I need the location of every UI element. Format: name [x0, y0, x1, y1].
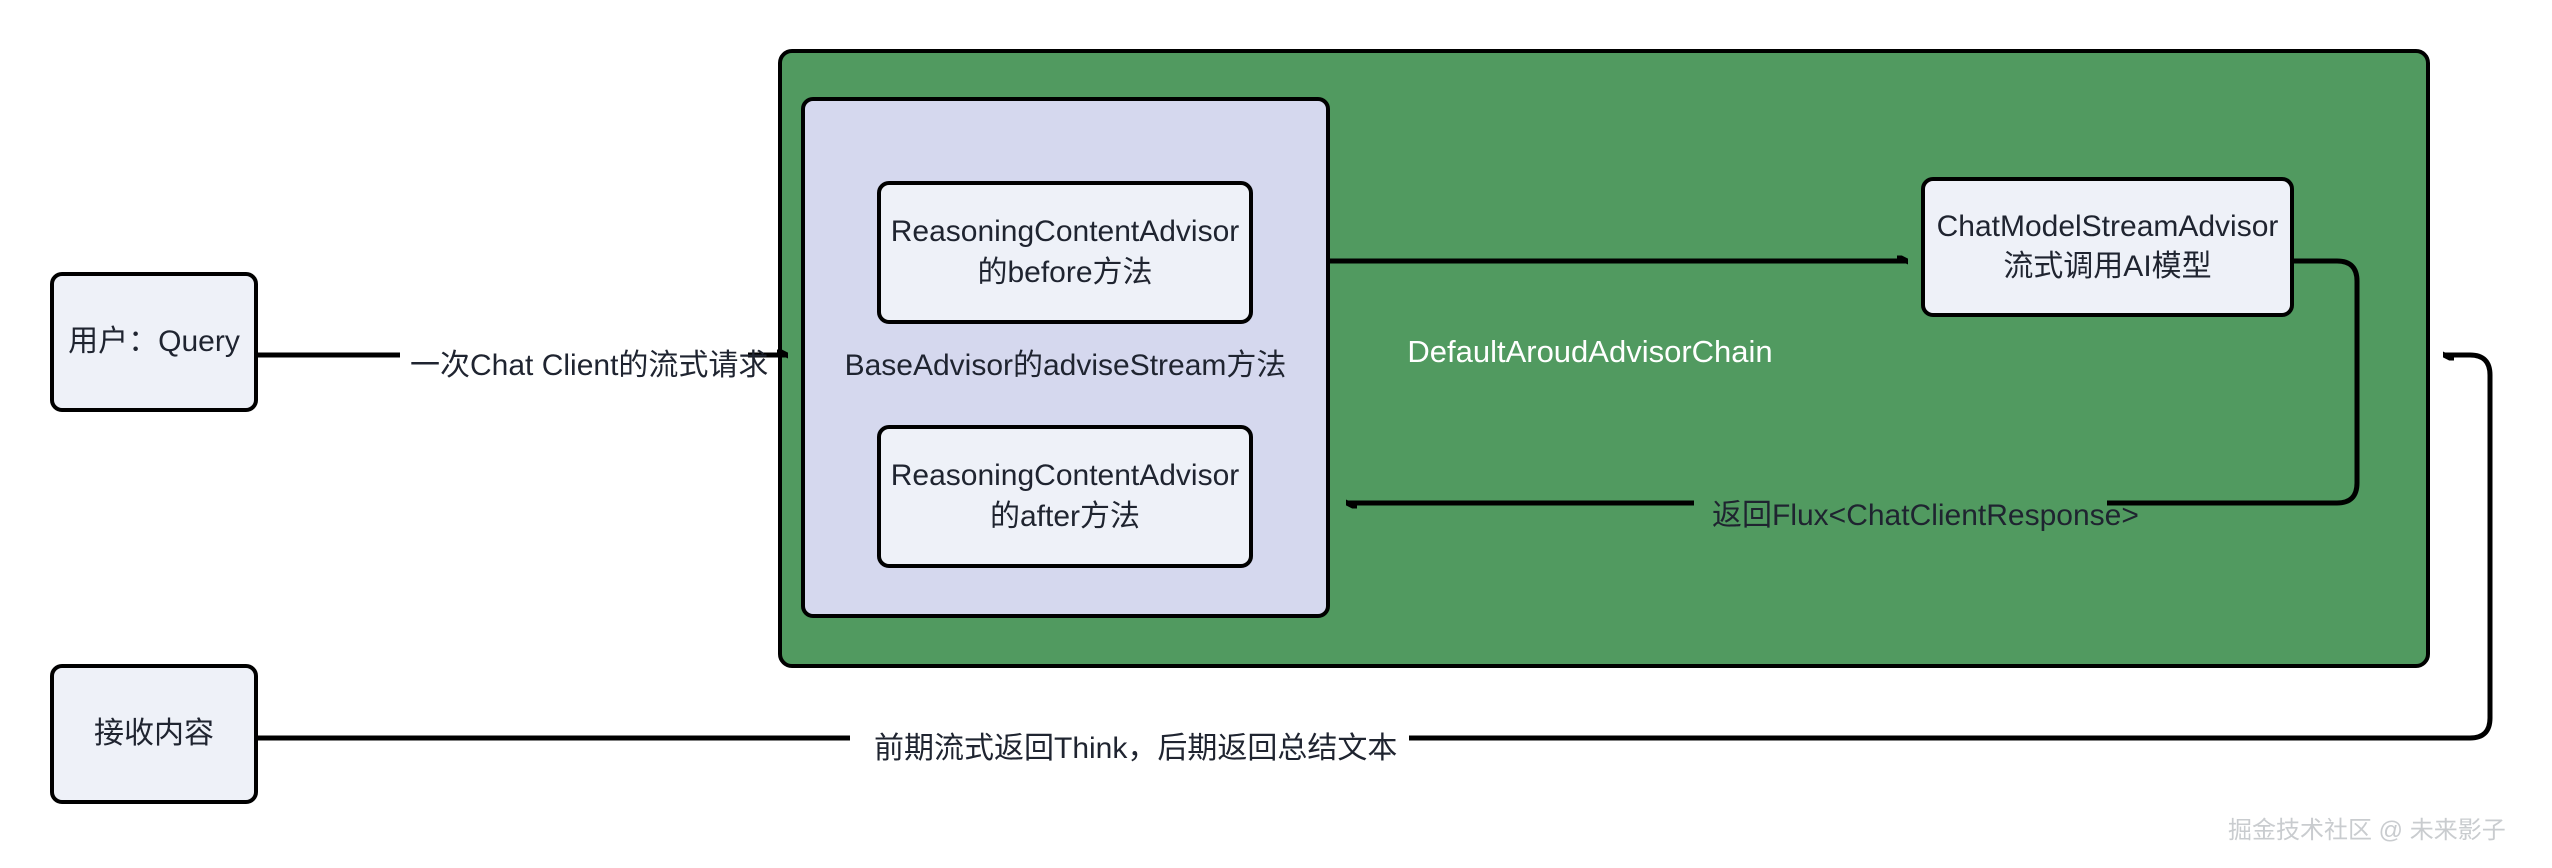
node-chat-model-stream-advisor[interactable]: ChatModelStreamAdvisor 流式调用AI模型: [1921, 177, 2294, 317]
node-reasoning-before[interactable]: ReasoningContentAdvisor 的before方法: [877, 181, 1253, 324]
edge-label-chain-to-receive: 前期流式返回Think，后期返回总结文本: [862, 723, 1410, 767]
base-advisor-label: BaseAdvisor的adviseStream方法: [844, 349, 1287, 382]
edge-label-model-to-after: 返回Flux<ChatClientResponse>: [1712, 499, 2139, 532]
watermark: 掘金技术社区 @ 未来影子: [2228, 817, 2506, 844]
node-user-query[interactable]: 用户：Query: [50, 272, 258, 412]
node-reasoning-after[interactable]: ReasoningContentAdvisor 的after方法: [877, 425, 1253, 568]
advisor-chain-label: DefaultAroudAdvisorChain: [1407, 334, 1773, 369]
node-receive-content[interactable]: 接收内容: [50, 664, 258, 804]
edge-label-user-to-chain: 一次Chat Client的流式请求: [410, 349, 769, 382]
